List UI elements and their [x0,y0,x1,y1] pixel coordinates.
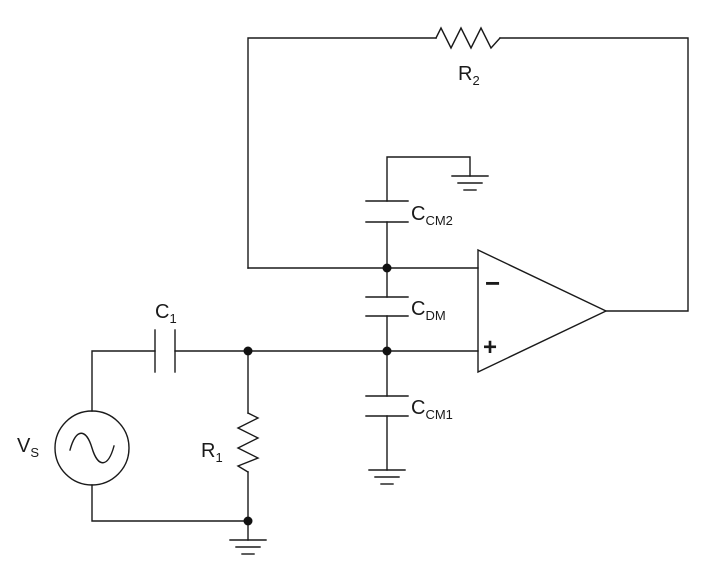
capacitor-ccm1 [365,395,409,417]
capacitor-ccm2 [365,200,409,223]
junction-dot [243,346,253,356]
op-amp-triangle [477,248,608,374]
ground-symbol-source [229,539,267,555]
label-vs: VS [17,435,39,460]
label-ccm1: CCM1 [411,397,453,422]
label-ccm2: CCM2 [411,203,453,228]
junction-dots [243,263,392,526]
ac-voltage-source [54,410,130,486]
ground-symbol-ccm1 [368,469,406,485]
capacitor-c1 [154,329,176,373]
ccm2-wire [386,156,471,269]
label-cdm: CDM [411,298,446,323]
inverting-input-sign: − [485,268,500,298]
label-r2: R2 [458,63,480,88]
junction-dot [243,516,253,526]
feedback-wire [247,37,689,312]
ground-symbol-top [451,175,489,191]
junction-dot [382,346,392,356]
label-r1: R1 [201,440,223,465]
resistor-r1 [236,412,260,473]
junction-dot [382,263,392,273]
noninverting-input-sign: + [483,334,497,361]
label-c1: C1 [155,301,177,326]
resistor-r2 [435,26,501,50]
source-wire [91,350,249,522]
capacitor-cdm [365,296,409,317]
